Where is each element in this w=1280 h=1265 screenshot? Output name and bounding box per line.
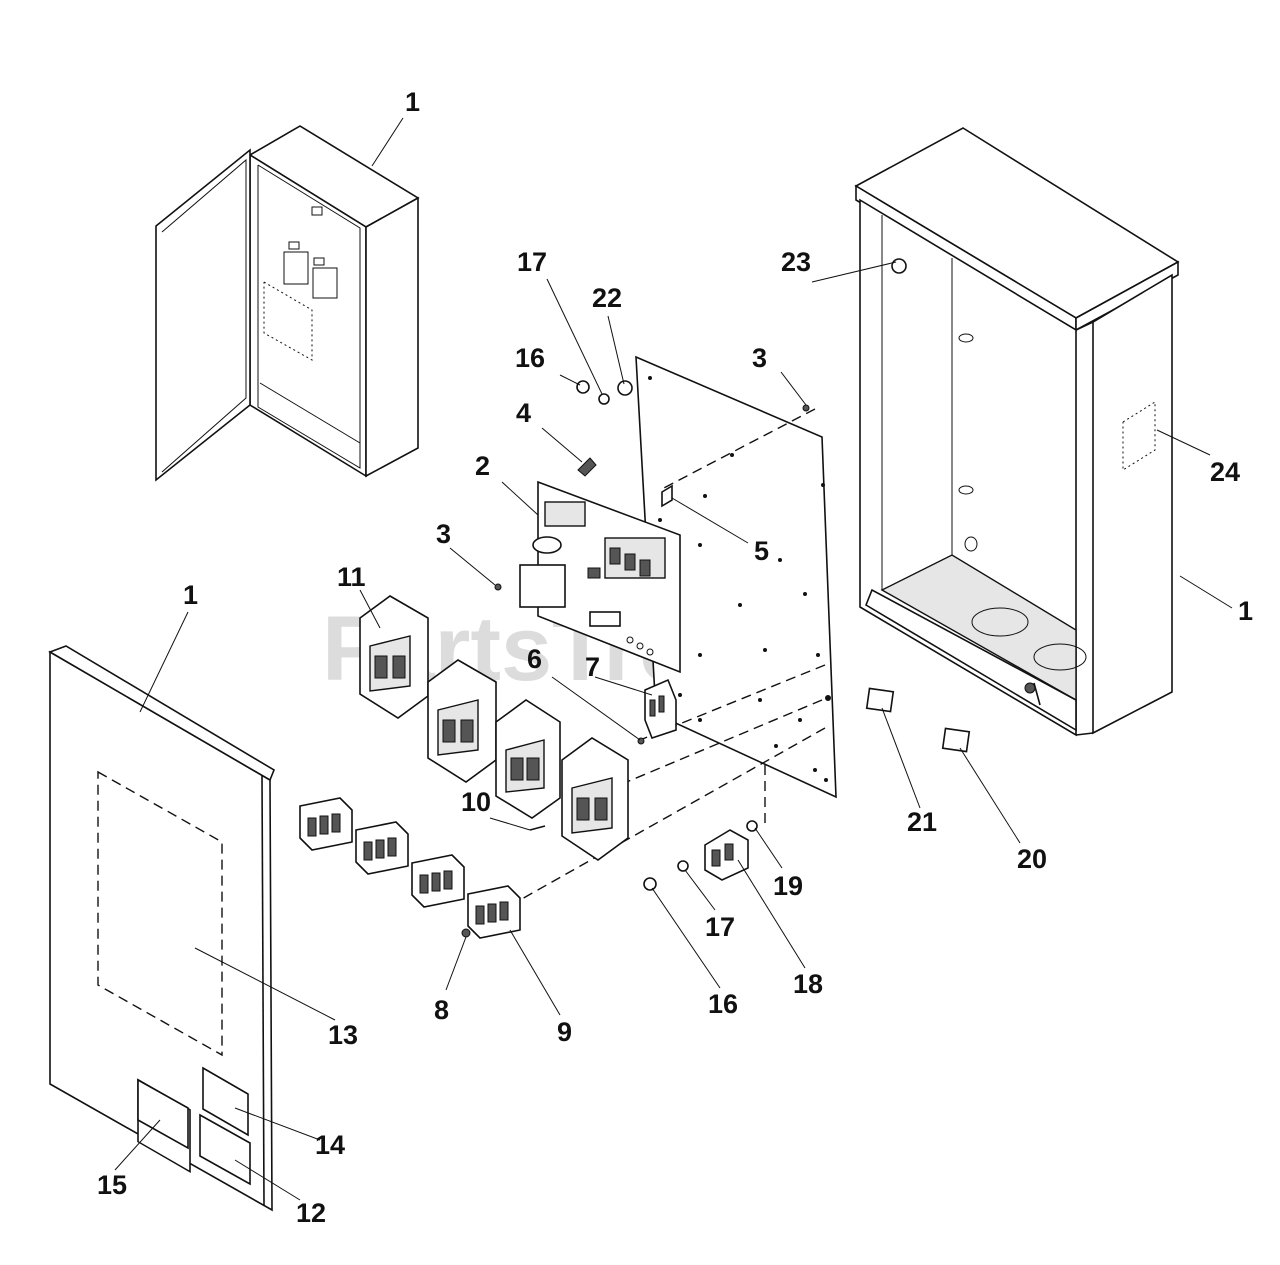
callout-16-top: 16 [515,343,545,373]
door-panel [48,645,275,1212]
callout-1-top: 1 [405,87,420,117]
callout-16-bottom: 16 [708,989,738,1019]
leader-lines [114,117,1233,1201]
callout-9: 9 [557,1017,572,1047]
callout-21: 21 [907,807,937,837]
callout-4: 4 [516,398,531,428]
callout-17-bottom: 17 [705,912,735,942]
callout-6: 6 [527,644,542,674]
circuit-board [494,404,810,674]
enclosure-box [854,127,1180,737]
callout-3-top: 3 [752,343,767,373]
callout-1-left: 1 [183,580,198,610]
callout-labels: 1 1 1 2 3 3 4 5 6 7 8 9 10 11 12 13 14 1… [97,87,1253,1228]
enclosure-open-door [155,125,420,482]
callout-12: 12 [296,1198,326,1228]
callout-23: 23 [781,247,811,277]
callout-5: 5 [754,536,769,566]
callout-11: 11 [337,562,366,592]
callout-8: 8 [434,995,449,1025]
callout-22: 22 [592,283,622,313]
callout-1-right: 1 [1238,596,1253,626]
callout-3-left: 3 [436,519,451,549]
breaker-group [359,595,629,861]
callout-18: 18 [793,969,823,999]
callout-19: 19 [773,871,803,901]
callout-2: 2 [475,451,490,481]
terminal-block-group [299,797,521,939]
callout-20: 20 [1017,844,1047,874]
callout-24: 24 [1210,457,1240,487]
callout-13: 13 [328,1020,358,1050]
callout-14: 14 [315,1130,345,1160]
hardware-parts [461,380,971,938]
callout-10: 10 [461,787,491,817]
callout-15: 15 [97,1170,127,1200]
callout-17-top: 17 [517,247,547,277]
callout-7: 7 [585,652,600,682]
